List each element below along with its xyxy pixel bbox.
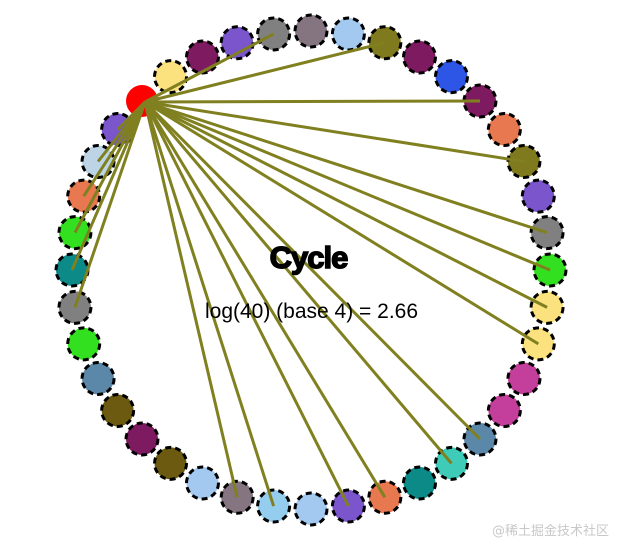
graph-edge — [143, 101, 453, 465]
graph-edge — [144, 99, 481, 104]
edges-overlay — [70, 32, 551, 507]
watermark: @稀土掘金技术社区 — [491, 524, 609, 539]
graph-edge — [73, 101, 147, 308]
graph-node — [520, 178, 556, 214]
graph-edge — [143, 101, 276, 507]
graph-subtitle: log(40) (base 4) = 2.66 — [204, 300, 419, 323]
graph-node — [66, 326, 102, 362]
graph-title: Cycle — [269, 239, 349, 276]
graph-edge — [144, 100, 540, 346]
graph-edge — [143, 101, 239, 498]
graph-node — [80, 361, 116, 397]
graph-edge — [144, 100, 525, 163]
graph-node — [402, 39, 438, 75]
graph-node — [293, 491, 329, 527]
graph-node — [293, 13, 329, 49]
graph-edge — [144, 32, 275, 104]
graph-edge — [70, 101, 147, 271]
graph-node — [124, 421, 160, 457]
graph-edge — [144, 100, 551, 272]
graph-edge — [143, 101, 350, 507]
graph-node — [486, 112, 522, 148]
graph-edge — [73, 101, 147, 234]
graph-node — [184, 465, 220, 501]
graph-edge — [143, 101, 387, 499]
graph-edge — [82, 101, 147, 197]
graph-node — [330, 16, 366, 52]
graph-edge — [143, 100, 482, 441]
graph-node — [100, 392, 136, 428]
graph-node — [153, 445, 189, 481]
graph-edge — [144, 41, 386, 104]
graph-node — [184, 39, 220, 75]
graph-node — [486, 392, 522, 428]
graph-edge — [116, 100, 147, 131]
graph-edge — [144, 100, 548, 309]
graph-node — [506, 361, 542, 397]
graph-node — [433, 59, 469, 95]
graph-node — [402, 465, 438, 501]
graph-edge — [144, 100, 548, 235]
